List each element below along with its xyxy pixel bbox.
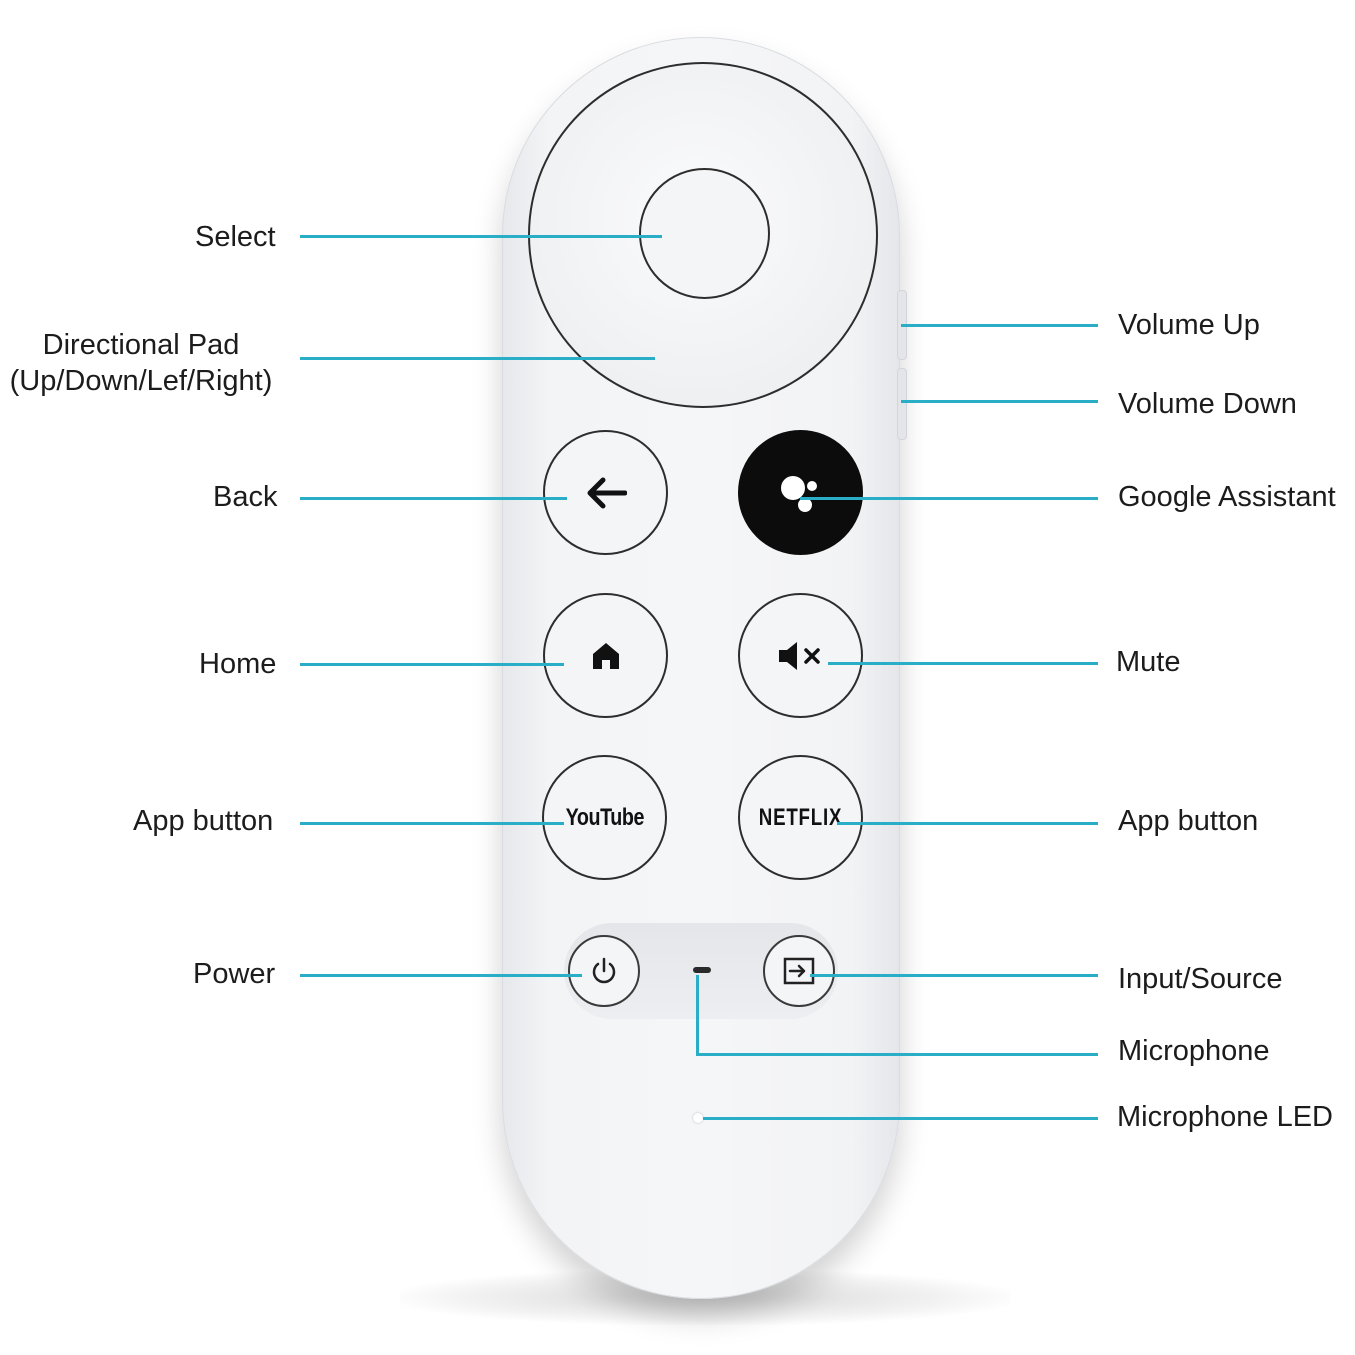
select-label: Select [195,221,276,253]
back-button[interactable] [543,430,668,555]
netflix-app-button[interactable]: NETFLIX [738,755,863,880]
netflix-logo: NETFLIX [758,803,843,831]
microphone-callout-vline [696,975,699,1056]
dpad-callout-line [300,357,655,360]
input-source-icon [782,956,816,986]
app-button-left-label: App button [133,805,274,837]
volume-down-label: Volume Down [1118,388,1297,420]
assistant-callout-line [800,497,1098,500]
power-callout-line [300,974,582,977]
volume-down-callout-line [901,400,1098,403]
mute-callout-line [828,662,1098,665]
mute-icon [776,639,826,673]
mute-button[interactable] [738,593,863,718]
back-label: Back [213,481,278,513]
power-button[interactable] [568,935,640,1007]
dpad-label-line1: Directional Pad [42,329,240,361]
google-assistant-label: Google Assistant [1118,481,1336,513]
app-left-callout-line [300,822,564,825]
arrow-left-icon [585,476,627,510]
volume-up-label: Volume Up [1118,309,1260,341]
google-assistant-icon [771,463,831,523]
microphone-led-label: Microphone LED [1117,1101,1333,1133]
volume-down-key[interactable] [897,368,907,440]
home-callout-line [300,663,564,666]
microphone-callout-line [696,1053,1098,1056]
microphone-led [693,1113,703,1123]
back-callout-line [300,497,567,500]
home-label: Home [199,648,277,680]
select-callout-line [300,235,662,238]
microphone [693,967,711,973]
app-button-right-label: App button [1118,805,1259,837]
input-source-label: Input/Source [1118,963,1283,995]
home-button[interactable] [543,593,668,718]
input-source-button[interactable] [763,935,835,1007]
app-right-callout-line [837,822,1098,825]
youtube-app-button[interactable]: YouTube [542,755,667,880]
power-icon [589,956,619,986]
volume-up-callout-line [901,324,1098,327]
microphone-led-callout-line [703,1117,1098,1120]
google-assistant-button[interactable] [738,430,863,555]
dpad-label-line2: (Up/Down/Lef/Right) [9,365,273,397]
home-icon [591,641,621,671]
microphone-label: Microphone [1118,1035,1270,1067]
power-label: Power [193,958,276,990]
youtube-logo: YouTube [565,803,644,831]
input-callout-line [810,974,1098,977]
select-button[interactable] [639,168,770,299]
mute-label: Mute [1116,646,1181,678]
